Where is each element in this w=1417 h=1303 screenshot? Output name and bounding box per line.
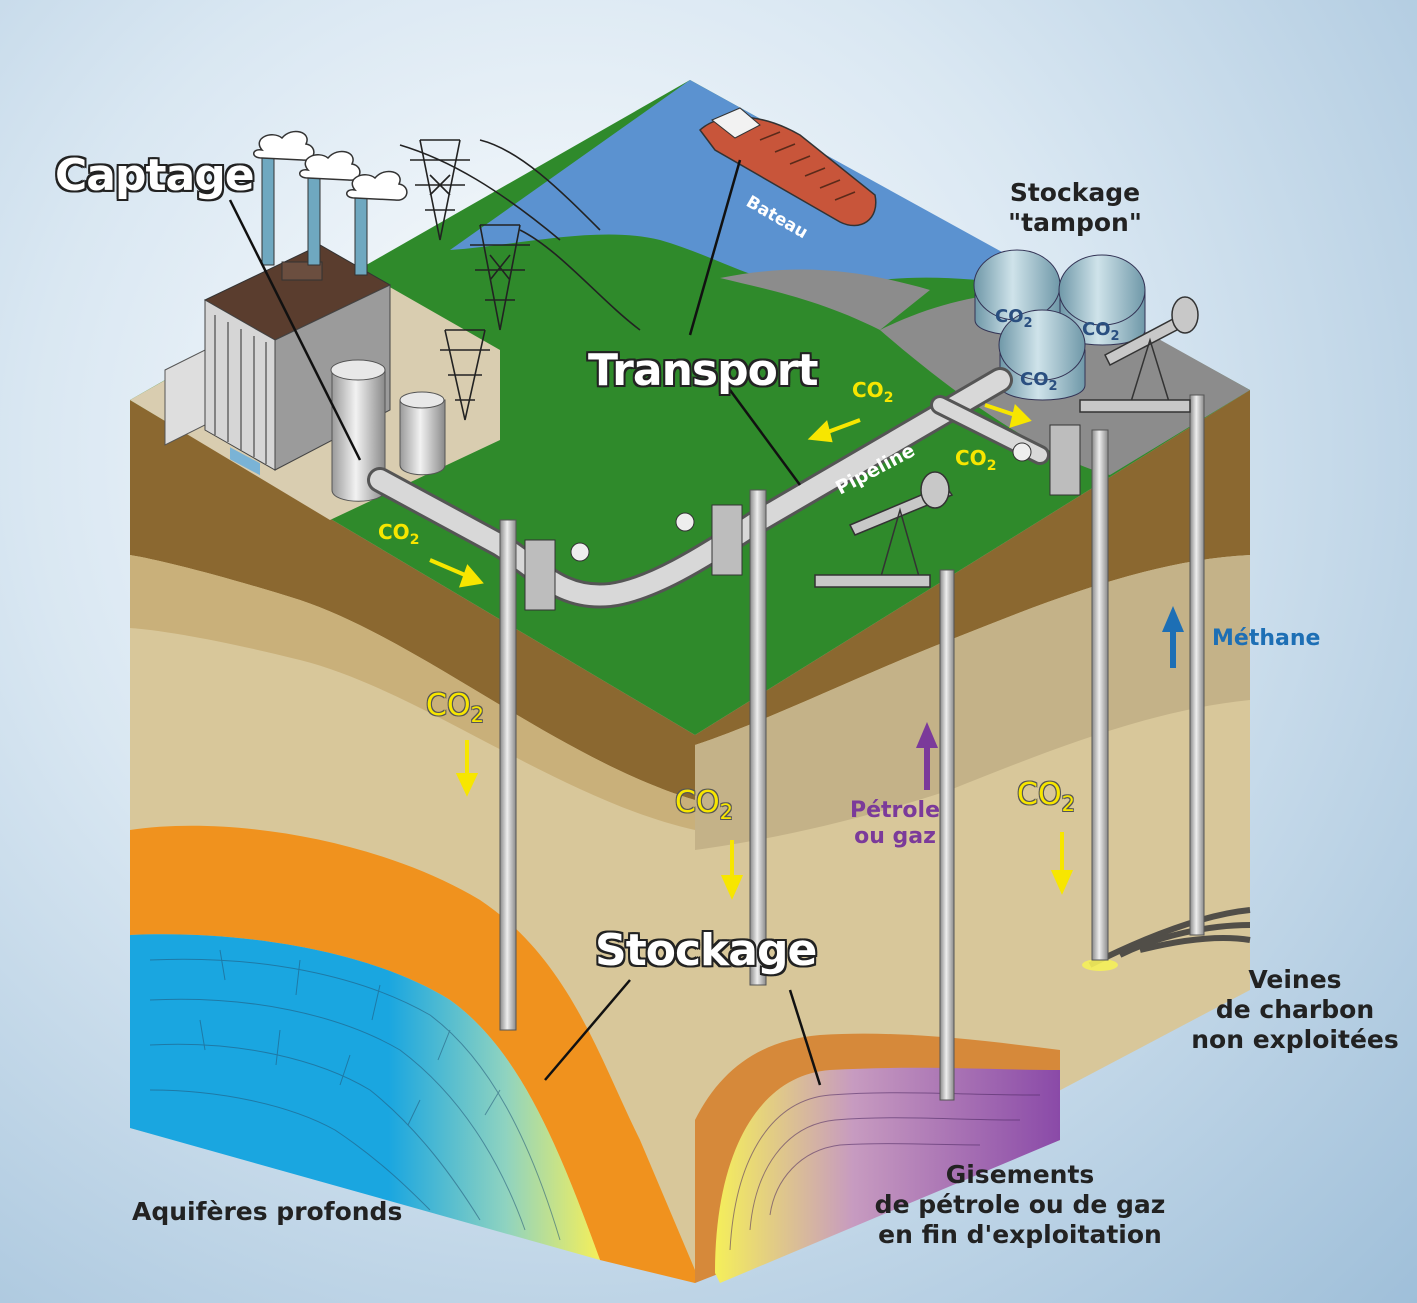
flow-arrows — [429, 403, 1184, 900]
wells — [499, 296, 1205, 1101]
co2-label-gisement: CO2 — [675, 785, 733, 824]
label-petrole: Pétrole ou gaz — [840, 798, 950, 851]
label-gisements-line2: de pétrole ou de gaz — [874, 1190, 1166, 1219]
label-methane: Méthane — [1212, 626, 1321, 651]
label-stockage: Stockage — [595, 925, 817, 976]
label-petrole-line2: ou gaz — [854, 824, 936, 850]
left-face — [130, 400, 695, 1283]
co2-label-plant: CO2 — [378, 520, 420, 548]
pylons — [399, 139, 641, 421]
right-face — [695, 390, 1251, 1283]
label-transport: Transport — [588, 345, 819, 396]
label-veines: Veines de charbon non exploitées — [1180, 965, 1410, 1055]
tank-labels: CO2 CO2 CO2 — [995, 306, 1120, 394]
tank-label-2: CO2 — [1082, 319, 1120, 344]
co2-arrows — [429, 403, 1074, 900]
tank-label-3: CO2 — [1020, 369, 1058, 394]
methane-arrow — [1162, 606, 1184, 668]
petrole-arrow — [916, 722, 938, 790]
label-captage: Captage — [55, 150, 255, 201]
label-veines-line1: Veines — [1248, 965, 1342, 994]
co2-label-aquifer: CO2 — [426, 688, 484, 727]
label-veines-line3: non exploitées — [1191, 1025, 1399, 1054]
label-stockage-tampon-line2: "tampon" — [1008, 208, 1142, 237]
co2-label-transport: CO2 — [852, 378, 894, 406]
label-petrole-line1: Pétrole — [850, 798, 940, 823]
label-stockage-tampon: Stockage "tampon" — [985, 178, 1165, 238]
label-veines-line2: de charbon — [1215, 995, 1375, 1024]
label-gisements: Gisements de pétrole ou de gaz en fin d'… — [855, 1160, 1185, 1250]
co2-label-tampon: CO2 — [955, 446, 997, 474]
label-gisements-line3: en fin d'exploitation — [878, 1220, 1162, 1249]
buffer-tanks — [973, 249, 1146, 401]
power-plant — [164, 130, 446, 502]
label-aquiferes: Aquifères profonds — [132, 1197, 403, 1226]
label-gisements-line1: Gisements — [945, 1160, 1095, 1189]
label-stockage-tampon-line1: Stockage — [1009, 178, 1141, 207]
ship — [698, 107, 877, 227]
co2-label-charbon: CO2 — [1017, 777, 1075, 816]
tank-label-1: CO2 — [995, 306, 1033, 331]
leader-lines — [228, 159, 822, 1086]
